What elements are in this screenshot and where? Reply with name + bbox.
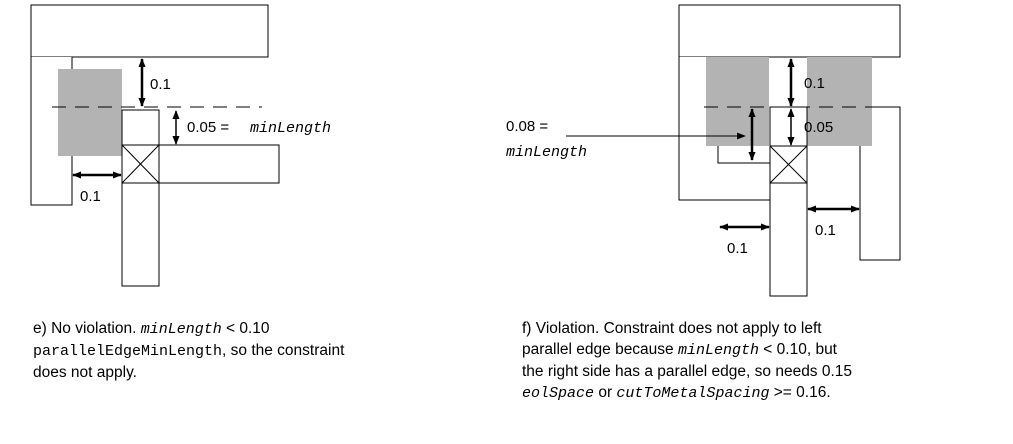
min-length-name-label: minLength [506,144,587,161]
caption-code: parallelEdgeMinLength [33,343,223,360]
small-spacing-label: 0.05 [804,119,833,136]
caption-text: < 0.10 [221,320,270,337]
caption-text: the right side has a parallel edge, so n… [522,363,853,380]
min-length-value-label: 0.05 = [187,119,229,136]
min-length-value-label: 0.08 = [506,118,548,135]
caption-code: cutToMetalSpacing [616,385,770,402]
top-metal-shape [30,4,269,58]
caption-f: f) Violation. Constraint does not apply … [522,318,852,404]
vertical-wire-shape [769,106,808,297]
caption-text: e) No violation. [33,320,141,337]
caption-code: minLength [140,321,222,338]
cut-via-shape [121,144,160,184]
top-spacing-label: 0.1 [150,76,171,93]
right-spacing-label: 0.1 [815,222,836,239]
caption-code: eolSpace [522,385,595,402]
caption-text: or [594,384,617,401]
shaded-right-region [807,57,872,146]
left-spacing-label: 0.1 [727,240,748,257]
caption-text: parallel edge because [522,341,678,358]
caption-text: does not apply. [33,364,137,381]
top-metal-shape [678,4,901,58]
top-spacing-label: 0.1 [804,75,825,92]
caption-text: >= 0.16. [769,384,831,401]
caption-code: minLength [677,342,759,359]
shaded-spacing-region [58,69,122,156]
min-length-name-label: minLength [250,120,331,137]
caption-text: < 0.10, but [759,341,837,358]
diagram-f: 0.08 = minLength 0.1 0.05 0.1 0.1 [506,4,901,297]
diagram-e: 0.1 0.05 = minLength 0.1 [30,4,331,287]
vertical-wire-shape [121,109,160,287]
caption-text: f) Violation. Constraint does not apply … [522,320,822,337]
caption-text: , so the constraint [222,342,345,359]
caption-e: e) No violation. minLength < 0.10 parall… [33,318,344,383]
shaded-left-region [706,57,769,146]
horizontal-wire-shape [158,144,280,184]
side-spacing-label: 0.1 [80,188,101,205]
cut-via-shape [769,145,808,184]
